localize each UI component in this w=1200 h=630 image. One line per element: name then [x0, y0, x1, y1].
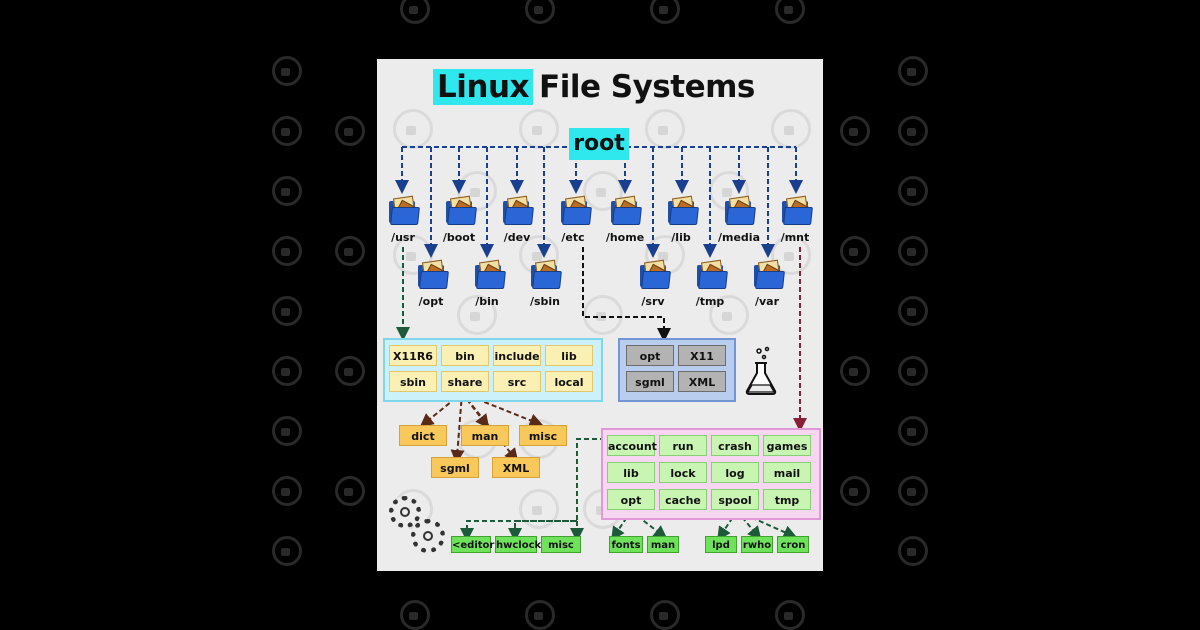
folder-label-media: /media [717, 231, 760, 244]
root-node: root [569, 128, 629, 160]
folder-icon[interactable] [725, 195, 756, 225]
etc-item[interactable]: sgml [626, 371, 674, 392]
var-item[interactable]: opt [607, 489, 655, 510]
etc-contents-panel: opt X11 sgml XML [618, 338, 736, 402]
var-item[interactable]: lib [607, 462, 655, 483]
var-spool-item[interactable]: lpd [705, 536, 737, 553]
var-item[interactable]: account [607, 435, 657, 456]
etc-item[interactable]: X11 [678, 345, 726, 366]
share-item[interactable]: misc [519, 425, 567, 446]
folder-icon[interactable] [475, 259, 506, 289]
folder-label-etc: /etc [561, 231, 585, 244]
folder-icon[interactable] [668, 195, 699, 225]
var-item[interactable]: tmp [763, 489, 811, 510]
var-item[interactable]: log [711, 462, 759, 483]
title-rest: File Systems [539, 69, 755, 105]
folder-icon[interactable] [561, 195, 592, 225]
var-spool-item[interactable]: cron [777, 536, 809, 553]
var-item[interactable]: cache [659, 489, 707, 510]
folder-icon[interactable] [418, 259, 449, 289]
folder-label-lib: /lib [671, 231, 691, 244]
etc-item[interactable]: opt [626, 345, 674, 366]
var-item[interactable]: crash [711, 435, 759, 456]
var-opt-item[interactable]: hwclock [495, 536, 541, 553]
folder-icon[interactable] [640, 259, 671, 289]
var-item[interactable]: lock [659, 462, 707, 483]
usr-item[interactable]: X11R6 [389, 345, 437, 366]
folder-icon[interactable] [754, 259, 785, 289]
var-cache-item[interactable]: fonts [609, 536, 643, 553]
var-item[interactable]: spool [711, 489, 759, 510]
folder-icon[interactable] [446, 195, 477, 225]
var-opt-item[interactable]: <editor> [451, 536, 503, 553]
folder-icon[interactable] [782, 195, 813, 225]
usr-item[interactable]: local [545, 371, 593, 392]
folder-icon[interactable] [389, 195, 420, 225]
var-opt-item[interactable]: misc [541, 536, 581, 553]
share-item[interactable]: XML [492, 457, 540, 478]
folder-label-usr: /usr [391, 231, 415, 244]
folder-icon[interactable] [611, 195, 642, 225]
var-contents-panel: account run crash games lib lock log mai… [601, 428, 821, 520]
folder-label-bin: /bin [475, 295, 499, 308]
var-item[interactable]: mail [763, 462, 811, 483]
folder-label-srv: /srv [641, 295, 665, 308]
folder-label-tmp: /tmp [695, 295, 725, 308]
usr-item[interactable]: lib [545, 345, 593, 366]
folder-label-sbin: /sbin [529, 295, 561, 308]
usr-item[interactable]: sbin [389, 371, 437, 392]
share-item[interactable]: man [461, 425, 509, 446]
page-title: Linux File Systems [433, 67, 755, 107]
title-highlight: Linux [433, 69, 534, 105]
var-item[interactable]: games [763, 435, 811, 456]
share-item[interactable]: sgml [431, 457, 479, 478]
folder-label-boot: /boot [442, 231, 476, 244]
var-cache-item[interactable]: man [647, 536, 679, 553]
folder-label-var: /var [754, 295, 780, 308]
folder-label-mnt: /mnt [780, 231, 810, 244]
usr-item[interactable]: share [441, 371, 489, 392]
folder-label-dev: /dev [503, 231, 531, 244]
folder-icon[interactable] [503, 195, 534, 225]
usr-contents-panel: X11R6 bin include lib sbin share src loc… [383, 338, 603, 402]
usr-item[interactable]: src [493, 371, 541, 392]
folder-label-opt: /opt [418, 295, 444, 308]
flask-icon [745, 346, 777, 395]
folder-label-home: /home [605, 231, 645, 244]
etc-item[interactable]: XML [678, 371, 726, 392]
folder-icon[interactable] [697, 259, 728, 289]
poster: Linux File Systems [377, 59, 823, 571]
var-spool-item[interactable]: rwho [741, 536, 773, 553]
share-item[interactable]: dict [399, 425, 447, 446]
usr-item[interactable]: bin [441, 345, 489, 366]
usr-item[interactable]: include [493, 345, 541, 366]
var-item[interactable]: run [659, 435, 707, 456]
folder-icon[interactable] [531, 259, 562, 289]
